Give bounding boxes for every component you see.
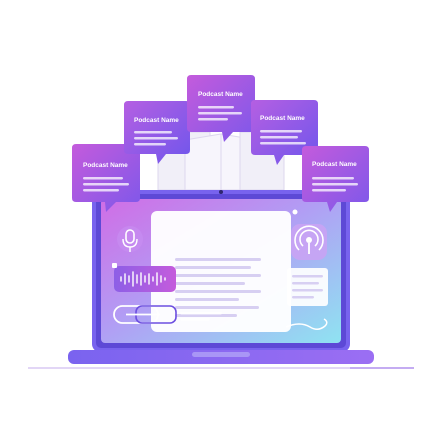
podcast-card-1: Podcast Name bbox=[72, 144, 140, 212]
swirl-decoration bbox=[285, 209, 328, 330]
podcast-card-label: Podcast Name bbox=[134, 117, 179, 124]
podcast-card-label: Podcast Name bbox=[312, 161, 357, 168]
side-info-panel bbox=[287, 268, 328, 306]
podcast-card-3: Podcast Name bbox=[187, 75, 255, 142]
podcast-card-2: Podcast Name bbox=[124, 101, 190, 164]
waveform-icon bbox=[112, 263, 176, 292]
podcast-card-label: Podcast Name bbox=[260, 115, 305, 122]
link-icon bbox=[113, 305, 222, 324]
podcast-card-5: Podcast Name bbox=[302, 146, 369, 212]
webcam bbox=[219, 190, 223, 194]
podcast-icon bbox=[291, 224, 327, 260]
trackpad-notch bbox=[192, 352, 250, 357]
screen-document bbox=[151, 211, 291, 332]
podcast-card-label: Podcast Name bbox=[83, 162, 128, 169]
podcast-card-4: Podcast Name bbox=[251, 100, 318, 165]
podcast-card-label: Podcast Name bbox=[198, 91, 243, 98]
microphone-icon bbox=[117, 226, 143, 252]
paper-sheets bbox=[157, 131, 285, 191]
